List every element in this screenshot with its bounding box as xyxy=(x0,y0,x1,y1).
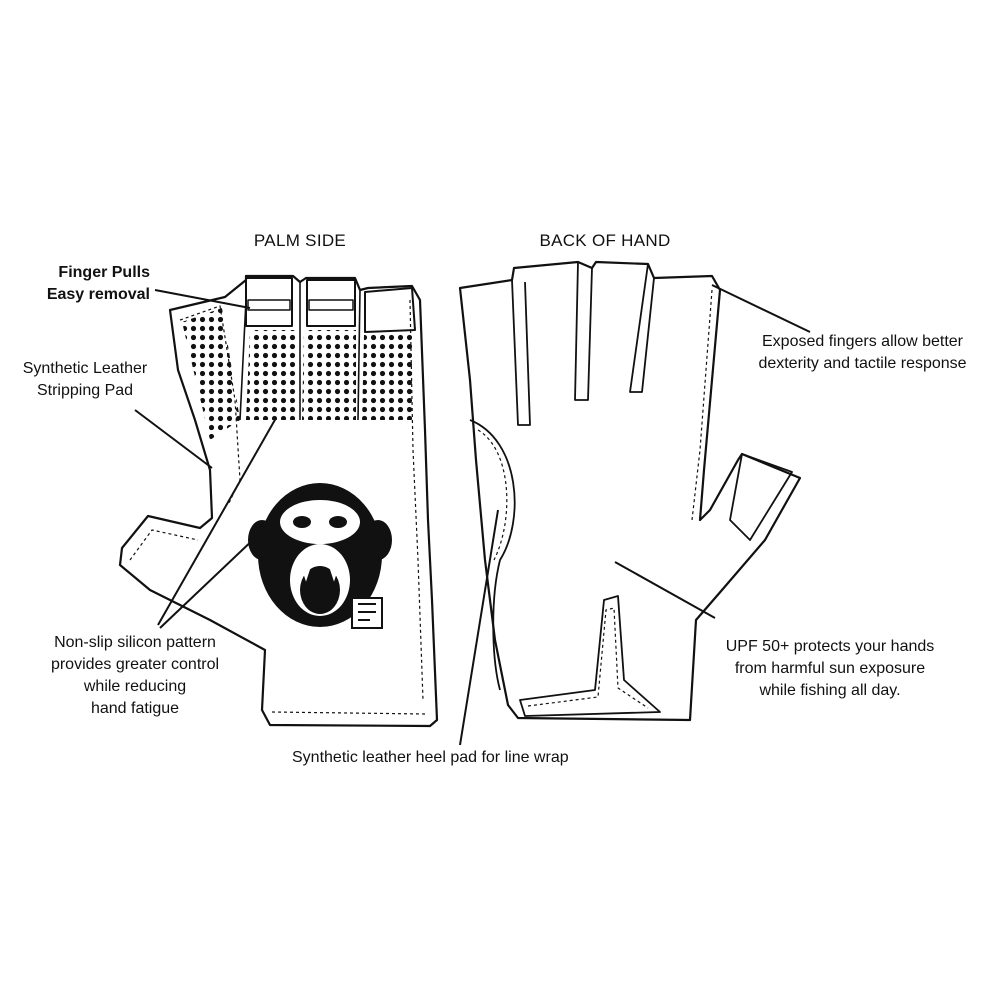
upf-line-1: UPF 50+ protects your hands xyxy=(725,638,935,655)
back-of-hand-heading: BACK OF HAND xyxy=(539,231,671,250)
upf-callout: UPF 50+ protects your hands from harmful… xyxy=(705,636,955,702)
chimp-logo-icon xyxy=(248,483,392,629)
back-of-hand-glove xyxy=(458,260,802,722)
exposed-fingers-line-1: Exposed fingers allow better xyxy=(762,333,963,350)
stripping-pad-line-1: Synthetic Leather xyxy=(22,360,148,377)
finger-pulls-callout: Finger Pulls Easy removal xyxy=(10,262,150,306)
silicone-dot-pattern xyxy=(182,308,412,440)
exposed-fingers-callout: Exposed fingers allow better dexterity a… xyxy=(735,331,990,375)
stripping-pad-callout: Synthetic Leather Stripping Pad xyxy=(5,358,165,402)
stripping-pad-line-2: Stripping Pad xyxy=(36,382,134,399)
finger-pulls-line-1: Finger Pulls xyxy=(58,264,150,281)
non-slip-line-3: while reducing xyxy=(83,678,187,695)
upf-line-2: from harmful sun exposure xyxy=(734,660,926,677)
finger-pulls-line-2: Easy removal xyxy=(46,286,150,303)
non-slip-line-4: hand fatigue xyxy=(90,700,180,717)
exposed-fingers-line-2: dexterity and tactile response xyxy=(758,355,967,372)
heel-pad-callout: Synthetic leather heel pad for line wrap xyxy=(292,749,569,766)
palm-side-glove xyxy=(118,274,439,728)
palm-side-heading: PALM SIDE xyxy=(253,231,347,250)
callout-lines xyxy=(134,284,811,746)
upf-line-3: while fishing all day. xyxy=(759,682,901,699)
non-slip-line-1: Non-slip silicon pattern xyxy=(54,634,216,651)
non-slip-callout: Non-slip silicon pattern provides greate… xyxy=(20,632,250,720)
non-slip-line-2: provides greater control xyxy=(50,656,220,673)
